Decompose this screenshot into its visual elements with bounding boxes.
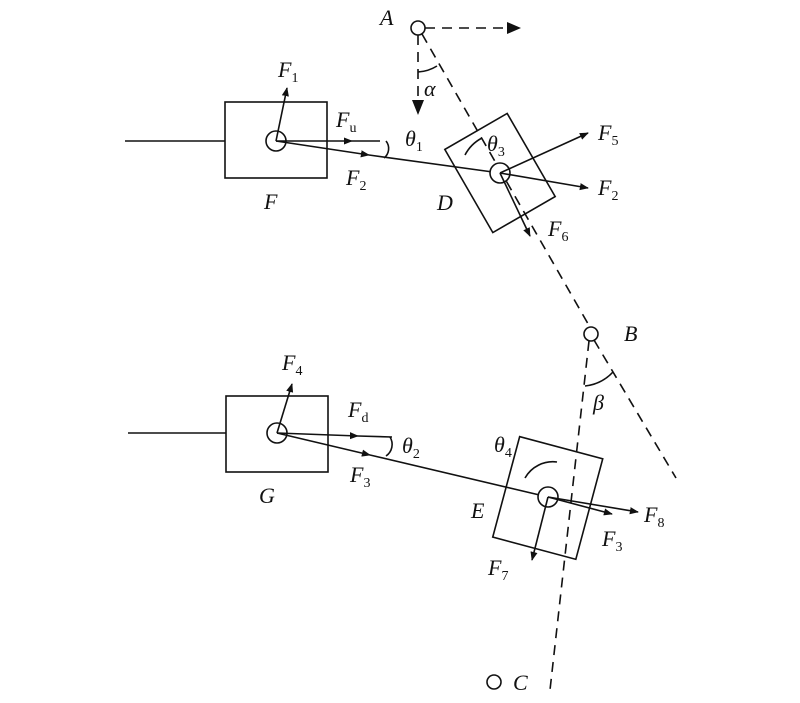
label-E: E bbox=[470, 498, 485, 523]
label-theta3: θ3 bbox=[487, 131, 505, 160]
beta-arc bbox=[584, 371, 614, 387]
block-G bbox=[225, 395, 329, 473]
label-F6: F6 bbox=[547, 216, 568, 245]
label-F3-left: F3 bbox=[349, 462, 370, 491]
link-B-C-dashed bbox=[549, 340, 590, 691]
rod-F-D bbox=[368, 154, 501, 174]
pin-A bbox=[410, 20, 426, 36]
pin-B bbox=[583, 326, 599, 342]
label-F4: F4 bbox=[281, 350, 302, 379]
force-F8-arrow bbox=[547, 496, 639, 515]
A-vertical-arrowhead bbox=[412, 100, 424, 115]
label-F3-right: F3 bbox=[601, 526, 622, 555]
label-theta2: θ2 bbox=[402, 433, 420, 462]
pin-C bbox=[486, 674, 502, 690]
force-F3-arrow-E bbox=[547, 496, 613, 516]
block-D bbox=[443, 112, 557, 234]
label-G: G bbox=[259, 483, 275, 508]
label-alpha: α bbox=[424, 76, 436, 101]
label-beta: β bbox=[592, 390, 604, 415]
block-F bbox=[224, 101, 328, 179]
theta4-arc bbox=[524, 460, 558, 479]
rod-G-E bbox=[369, 454, 549, 498]
force-F3-arrow-G bbox=[276, 432, 371, 457]
label-F1: F1 bbox=[277, 57, 298, 86]
label-A: A bbox=[378, 5, 394, 30]
label-C: C bbox=[513, 670, 528, 695]
force-F5-arrow bbox=[499, 132, 589, 174]
label-B: B bbox=[624, 321, 637, 346]
label-Fd: Fd bbox=[347, 397, 368, 426]
link-A-B-dashed bbox=[421, 33, 592, 330]
A-horizontal-arrowhead bbox=[507, 22, 521, 34]
theta2-reference-line bbox=[357, 435, 393, 438]
label-theta4: θ4 bbox=[494, 432, 512, 461]
label-F7: F7 bbox=[487, 555, 508, 584]
label-F8: F8 bbox=[643, 502, 664, 531]
force-F2-arrow-D bbox=[499, 172, 589, 191]
label-F5: F5 bbox=[597, 120, 618, 149]
theta1-arc bbox=[383, 140, 390, 159]
force-F2-arrow-F bbox=[275, 140, 370, 158]
force-F1-arrow bbox=[275, 87, 289, 142]
force-F4-arrow bbox=[276, 383, 294, 434]
label-Fu: Fu bbox=[335, 107, 356, 136]
theta2-arc bbox=[385, 436, 393, 457]
alpha-arc bbox=[417, 65, 438, 73]
label-D: D bbox=[436, 190, 453, 215]
label-F: F bbox=[263, 189, 278, 214]
label-F2-left: F2 bbox=[345, 165, 366, 194]
force-F7-arrow bbox=[530, 496, 549, 561]
theta3-arc bbox=[464, 137, 483, 156]
label-F2-right: F2 bbox=[597, 175, 618, 204]
B-extension-dashed bbox=[593, 339, 677, 479]
force-F6-arrow bbox=[499, 172, 531, 237]
label-theta1: θ1 bbox=[405, 126, 423, 155]
force-Fd-arrow bbox=[276, 432, 359, 440]
